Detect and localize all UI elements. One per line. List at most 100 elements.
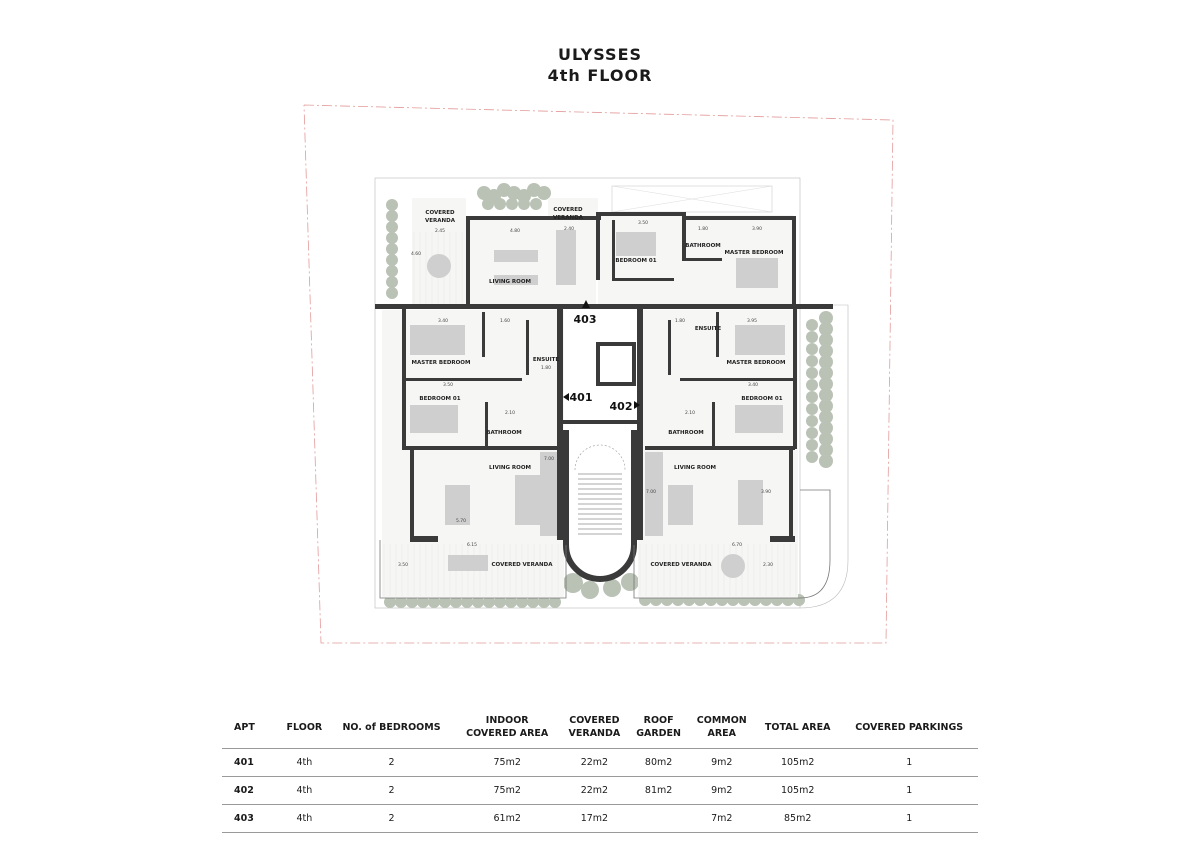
dim-label: 3.50 [638, 220, 648, 226]
tree-icon [563, 573, 583, 593]
dim-label: 2.10 [505, 410, 515, 416]
cell-roof-garden [628, 804, 689, 833]
wall-403-bed [612, 220, 615, 280]
tree-icon [806, 379, 818, 391]
dim-label: 1.60 [500, 318, 510, 324]
cell-indoor-area: 75m2 [454, 776, 561, 805]
cell-common-area: 9m2 [688, 748, 755, 777]
dim-label: 3.50 [443, 382, 453, 388]
dimension-labels: 2.45 4.80 2.40 3.50 1.80 3.90 4.60 3.40 … [398, 220, 773, 568]
dim-label: 3.95 [747, 318, 757, 324]
header-covered-veranda: COVERED VERANDA [560, 710, 629, 749]
core-wall [563, 420, 637, 424]
dim-label: 3.90 [752, 226, 762, 232]
bed-403-master [736, 258, 778, 288]
plot-boundary [303, 104, 894, 644]
sofa-403 [494, 250, 538, 262]
tree-icon [417, 596, 429, 608]
dim-label: 3.40 [748, 382, 758, 388]
tree-icon [806, 439, 818, 451]
room-master-bedroom-403: MASTER BEDROOM [725, 250, 784, 256]
tree-icon [806, 415, 818, 427]
tree-icon [806, 343, 818, 355]
tree-icon [386, 265, 398, 277]
cell-total-area: 105m2 [754, 748, 841, 777]
dim-label: 2.45 [435, 228, 445, 234]
tree-icon [819, 443, 833, 457]
tree-icon [461, 596, 473, 608]
tree-icon [386, 232, 398, 244]
apartment-401-label: 401 [570, 391, 593, 404]
tree-icon [819, 322, 833, 336]
tree-icon [819, 366, 833, 380]
furniture [410, 230, 785, 578]
tree-icon [806, 451, 818, 463]
tree-icon [621, 573, 639, 591]
kitchen-402 [645, 452, 663, 536]
wall-402-ensuite [668, 320, 671, 375]
wall-403-top2 [596, 212, 686, 216]
bed-402 [735, 405, 783, 433]
sofa-402 [668, 485, 693, 525]
wall-401-lower [410, 448, 414, 540]
wall-401-beds [402, 446, 557, 450]
tree-icon [819, 333, 833, 347]
cell-bedrooms: 2 [328, 804, 455, 833]
wall-403-right [792, 216, 796, 306]
area-schedule-table: APT FLOOR NO. of BEDROOMS INDOOR COVERED… [222, 710, 978, 833]
room-covered-veranda-403b: COVERED [553, 207, 583, 213]
wall-403-bath [682, 216, 686, 258]
veranda-401-edge [379, 540, 567, 599]
tree-icon [450, 596, 462, 608]
cell-covered-veranda: 22m2 [560, 748, 629, 777]
entry-arrow-401-icon [563, 393, 569, 401]
wall-402-beds [645, 446, 795, 450]
dim-label: 1.80 [698, 226, 708, 232]
dim-label: 2.10 [685, 410, 695, 416]
wall-403-mid [596, 212, 600, 280]
floor-plan: LIVING ROOM BEDROOM 01 BATHROOM MASTER B… [303, 104, 894, 644]
bed-403 [616, 232, 656, 256]
dim-label: 3.40 [438, 318, 448, 324]
tree-icon [806, 367, 818, 379]
dim-label: 2.40 [564, 226, 574, 232]
tree-icon [530, 198, 542, 210]
veranda-402-edge [633, 489, 831, 599]
tree-icon [806, 319, 818, 331]
header-covered-parkings: COVERED PARKINGS [840, 710, 978, 749]
header-common-area: COMMON AREA [688, 710, 755, 749]
tree-icon [494, 596, 506, 608]
site-outline-right [799, 304, 849, 609]
cell-total-area: 85m2 [754, 804, 841, 833]
tree-icon [806, 355, 818, 367]
sofa-403-2 [494, 275, 538, 285]
room-living-402: LIVING ROOM [674, 465, 716, 471]
header-bedrooms: NO. of BEDROOMS [328, 710, 455, 749]
entry-arrow-403-icon [582, 300, 590, 308]
cell-floor: 4th [280, 748, 329, 777]
kitchen-401 [540, 452, 558, 536]
tree-icon [395, 596, 407, 608]
site-outline [374, 177, 801, 609]
sofa-402-2 [738, 480, 763, 525]
wall-402-lower [789, 448, 793, 540]
tree-icon [806, 391, 818, 403]
room-bedroom-401: BEDROOM 01 [419, 396, 460, 402]
tree-icon [538, 596, 550, 608]
wall-401-bath [485, 402, 488, 448]
floor-403-living [466, 220, 596, 308]
stair-arc [574, 444, 626, 471]
bed-401 [410, 405, 458, 433]
bed-402-master [735, 325, 785, 355]
wall-403-main [375, 304, 833, 309]
tree-icon [819, 421, 833, 435]
tree-icon [819, 399, 833, 413]
wall-402-inner [716, 312, 719, 357]
wall-401-ensuite [526, 320, 529, 375]
header-apt: APT [222, 710, 280, 749]
lift-shaft [596, 342, 636, 386]
entry-arrow-402-icon [634, 401, 640, 409]
tree-icon [386, 254, 398, 266]
plan-subtitle: 4th FLOOR [547, 66, 653, 85]
cell-total-area: 105m2 [754, 776, 841, 805]
